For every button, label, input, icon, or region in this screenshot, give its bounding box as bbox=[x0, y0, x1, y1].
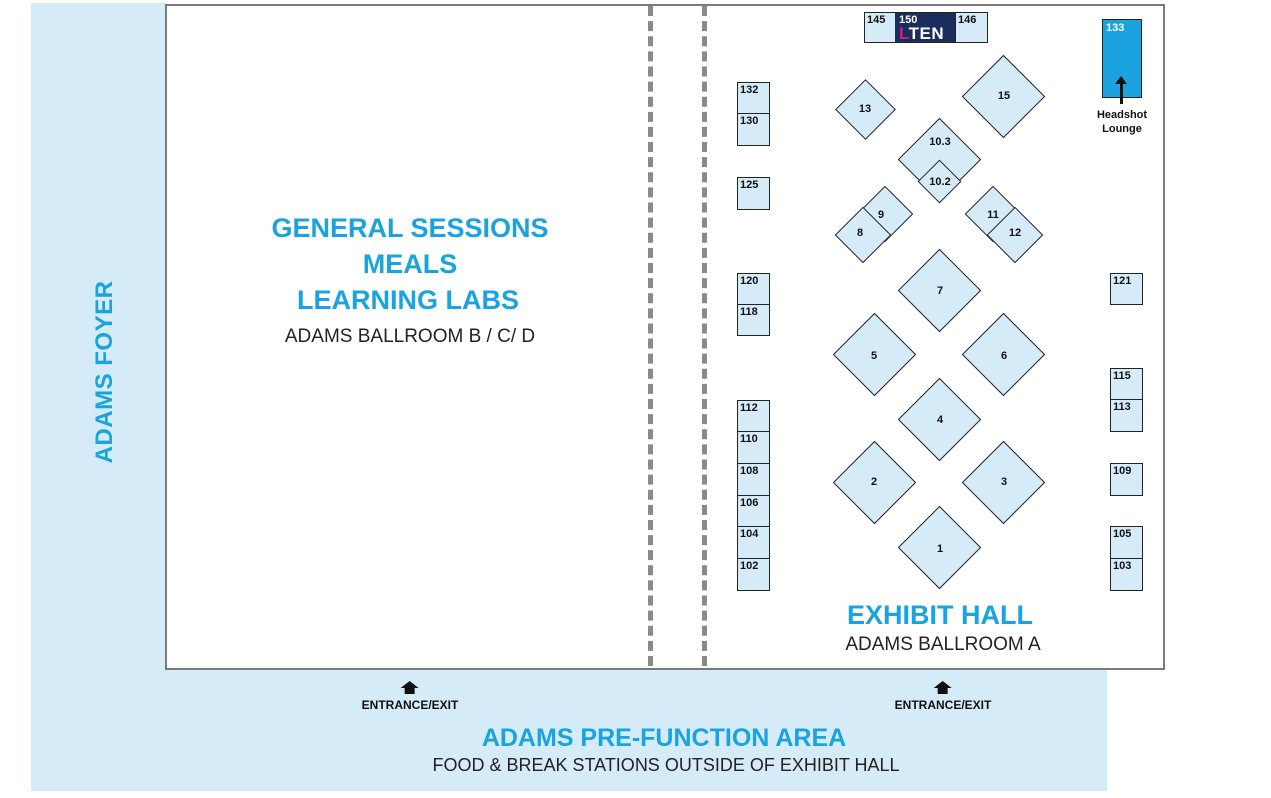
entrance-exit-left[interactable]: ENTRANCE/EXIT bbox=[361, 681, 459, 712]
booth-15-label: 15 bbox=[997, 90, 1011, 102]
booth-1-label: 1 bbox=[936, 543, 944, 555]
booth-145[interactable]: 145 bbox=[864, 12, 896, 43]
pre-function-title: ADAMS PRE-FUNCTION AREA bbox=[481, 724, 847, 752]
booth-146[interactable]: 146 bbox=[955, 12, 988, 43]
booth-3-label: 3 bbox=[1000, 476, 1008, 488]
adams-foyer-label: ADAMS FOYER bbox=[91, 280, 118, 464]
booth-102[interactable]: 102 bbox=[737, 558, 770, 591]
room-divider-left bbox=[648, 6, 653, 666]
entrance-arrow-icon bbox=[401, 681, 419, 695]
booth-115[interactable]: 115 bbox=[1110, 368, 1143, 400]
booth-4-label: 4 bbox=[936, 414, 944, 426]
entrance-exit-right-label: ENTRANCE/EXIT bbox=[894, 698, 992, 712]
booth-10-2-label: 10.2 bbox=[929, 176, 951, 188]
booth-105[interactable]: 105 bbox=[1110, 526, 1143, 559]
headshot-arrow-icon bbox=[1120, 78, 1123, 104]
ballroom-bcd-label: ADAMS BALLROOM B / C/ D bbox=[284, 326, 536, 347]
booth-113[interactable]: 113 bbox=[1110, 399, 1143, 432]
booth-9-label: 9 bbox=[877, 209, 885, 221]
ballroom-a-label: ADAMS BALLROOM A bbox=[845, 634, 1041, 655]
entrance-exit-left-label: ENTRANCE/EXIT bbox=[361, 698, 459, 712]
pre-function-area bbox=[166, 670, 1107, 791]
booth-10-3-label: 10.3 bbox=[929, 136, 951, 148]
booth-5-label: 5 bbox=[870, 350, 878, 362]
booth-133-number: 133 bbox=[1106, 22, 1125, 34]
booth-8-label: 8 bbox=[856, 227, 864, 239]
booth-11-label: 11 bbox=[987, 209, 999, 221]
learning-labs-label: LEARNING LABS bbox=[297, 285, 519, 315]
booth-2-label: 2 bbox=[870, 476, 878, 488]
booth-103[interactable]: 103 bbox=[1110, 558, 1143, 591]
booth-110[interactable]: 110 bbox=[737, 431, 770, 464]
entrance-arrow-icon bbox=[934, 681, 952, 695]
headshot-lounge-label: Headshot Lounge bbox=[1096, 109, 1148, 135]
booth-104[interactable]: 104 bbox=[737, 526, 770, 559]
booth-121[interactable]: 121 bbox=[1110, 273, 1143, 305]
headshot-arrow-head-icon bbox=[1115, 76, 1127, 84]
adams-foyer-area bbox=[31, 3, 166, 791]
booth-120[interactable]: 120 bbox=[737, 273, 770, 305]
booth-109[interactable]: 109 bbox=[1110, 463, 1143, 496]
booth-108[interactable]: 108 bbox=[737, 463, 770, 496]
booth-6-label: 6 bbox=[1000, 350, 1008, 362]
booth-125[interactable]: 125 bbox=[737, 177, 770, 210]
booth-132[interactable]: 132 bbox=[737, 82, 770, 114]
booth-112[interactable]: 112 bbox=[737, 400, 770, 432]
lten-logo: LTEN bbox=[899, 24, 945, 43]
booth-13-label: 13 bbox=[858, 103, 872, 115]
general-sessions-label: GENERAL SESSIONS bbox=[271, 213, 549, 243]
meals-label: MEALS bbox=[362, 249, 458, 279]
room-divider-right bbox=[702, 6, 707, 666]
booth-7-label: 7 bbox=[936, 285, 944, 297]
booth-150-number: 150 bbox=[899, 14, 918, 26]
pre-function-subtitle: FOOD & BREAK STATIONS OUTSIDE OF EXHIBIT… bbox=[432, 755, 900, 775]
entrance-exit-right[interactable]: ENTRANCE/EXIT bbox=[894, 681, 992, 712]
booth-106[interactable]: 106 bbox=[737, 495, 770, 527]
exhibit-hall-title: EXHIBIT HALL bbox=[847, 600, 1033, 630]
booth-12-label: 12 bbox=[1008, 227, 1022, 239]
booth-118[interactable]: 118 bbox=[737, 304, 770, 336]
booth-150-lten[interactable]: 150 LTEN bbox=[895, 12, 956, 43]
booth-130[interactable]: 130 bbox=[737, 113, 770, 146]
